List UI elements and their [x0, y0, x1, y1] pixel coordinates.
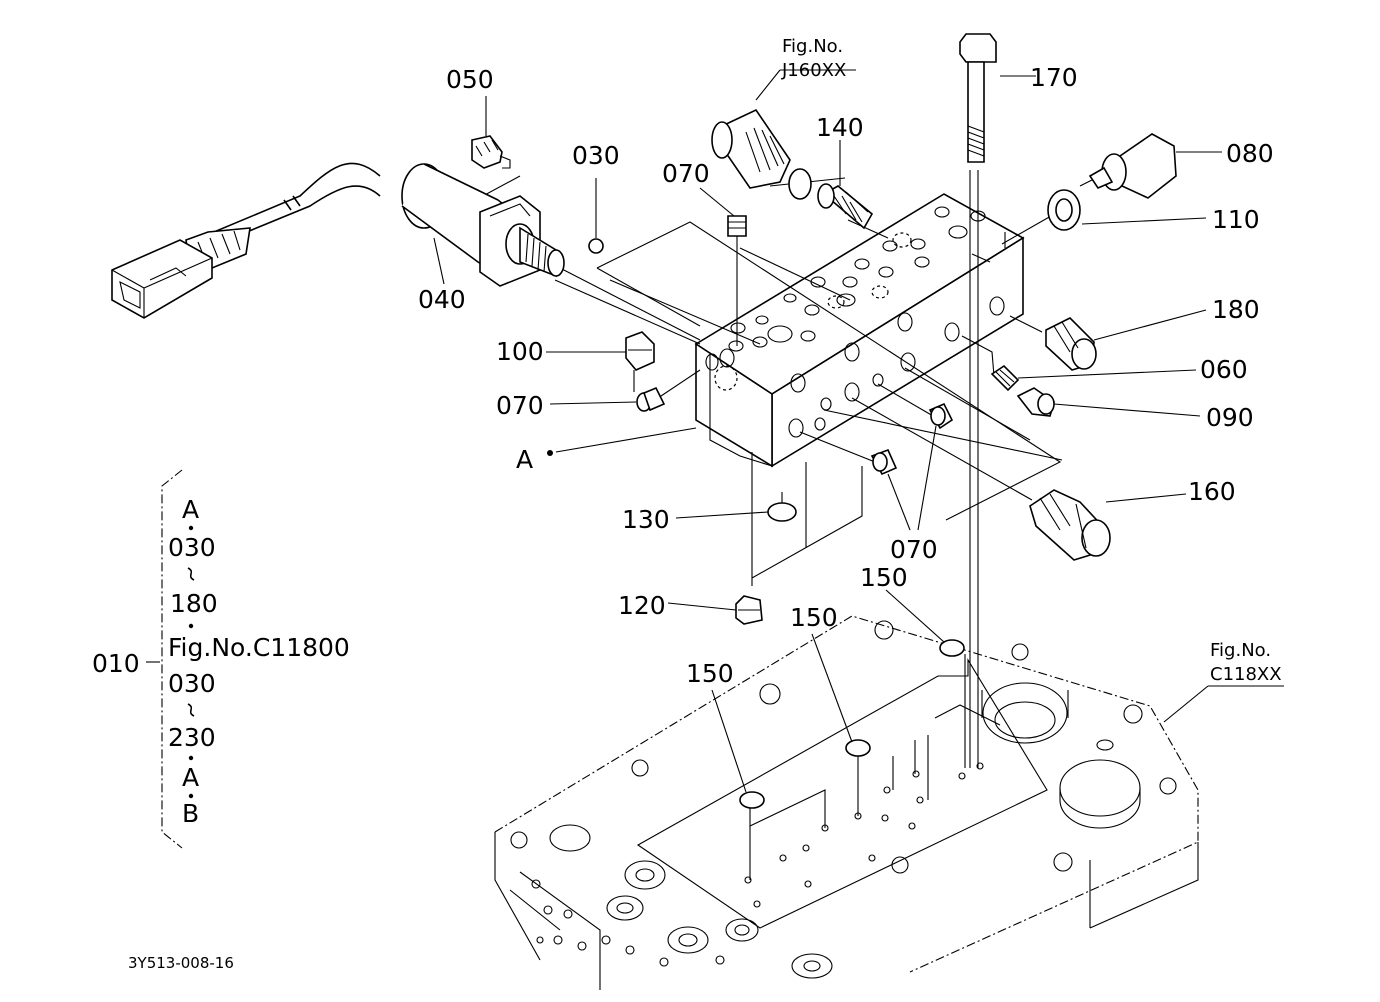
washer-110 [1047, 189, 1081, 231]
switch-080 [1079, 133, 1177, 199]
plug-100 [625, 331, 655, 371]
callout-100: 100 [496, 337, 544, 366]
bracket-item-4: Fig.No.C11800 [168, 633, 350, 662]
control-valve-block [694, 193, 1025, 468]
callout-080: 080 [1226, 139, 1274, 168]
block-top-ports [728, 206, 986, 352]
plug-070-left [636, 386, 666, 412]
bracket-item-3: 180 [170, 589, 218, 618]
sensor-180 [1045, 317, 1097, 371]
callout-A: A [516, 445, 533, 474]
o-ring-150-middle [845, 739, 871, 757]
plug-090 [1016, 387, 1055, 417]
callout-160: 160 [1188, 477, 1236, 506]
callout-leaders [433, 69, 1284, 793]
plugs-070-right [870, 402, 954, 476]
bracket-item-5: 030 [168, 669, 216, 698]
bracket-item-8: B [182, 799, 199, 828]
o-ring-150-right [939, 639, 965, 657]
fig-ref-top-prefix: Fig.No. [782, 36, 843, 57]
callout-150-middle: 150 [790, 603, 838, 632]
callout-150-left: 150 [686, 659, 734, 688]
drawing-code: 3Y513-008-16 [128, 954, 234, 972]
callout-070-top: 070 [662, 159, 710, 188]
valve-housing-plate [494, 615, 1199, 990]
fig-ref-top-number: J160XX [781, 60, 846, 81]
assembly-bracket: 010 A 030 180 Fig.No.C11800 030 230 A B [92, 469, 350, 849]
o-ring-130 [767, 502, 797, 522]
plug-120 [735, 595, 763, 625]
callout-140: 140 [816, 113, 864, 142]
callout-090: 090 [1206, 403, 1254, 432]
callout-180: 180 [1212, 295, 1260, 324]
callout-130: 130 [622, 505, 670, 534]
fig-ref-right-prefix: Fig.No. [1210, 640, 1271, 661]
solenoid-valve [111, 135, 565, 319]
bracket-parent-010: 010 [92, 649, 140, 678]
bracket-item-2: 030 [168, 533, 216, 562]
callout-070-left: 070 [496, 391, 544, 420]
filter-140 [788, 168, 874, 230]
callout-060: 060 [1200, 355, 1248, 384]
plug-070-top [727, 215, 747, 237]
bracket-item-7: A [182, 763, 199, 792]
o-ring-150-left [739, 791, 765, 809]
callout-050: 050 [446, 65, 494, 94]
bracket-item-6: 230 [168, 723, 216, 752]
fig-ref-right-number: C118XX [1210, 664, 1282, 685]
block-side-ports [705, 348, 738, 391]
callout-150-right: 150 [860, 563, 908, 592]
callout-040: 040 [418, 285, 466, 314]
bracket-item-1: A [182, 495, 199, 524]
fitting-j160 [711, 108, 791, 189]
bolt-170 [959, 33, 997, 163]
callout-110: 110 [1212, 205, 1260, 234]
sensor-160 [1029, 489, 1111, 561]
plug-060 [990, 364, 1020, 392]
callout-170: 170 [1030, 63, 1078, 92]
callout-070-bottom: 070 [890, 535, 938, 564]
callout-120: 120 [618, 591, 666, 620]
block-front-ports [788, 296, 1005, 438]
ball-030 [588, 238, 604, 254]
callout-030: 030 [572, 141, 620, 170]
